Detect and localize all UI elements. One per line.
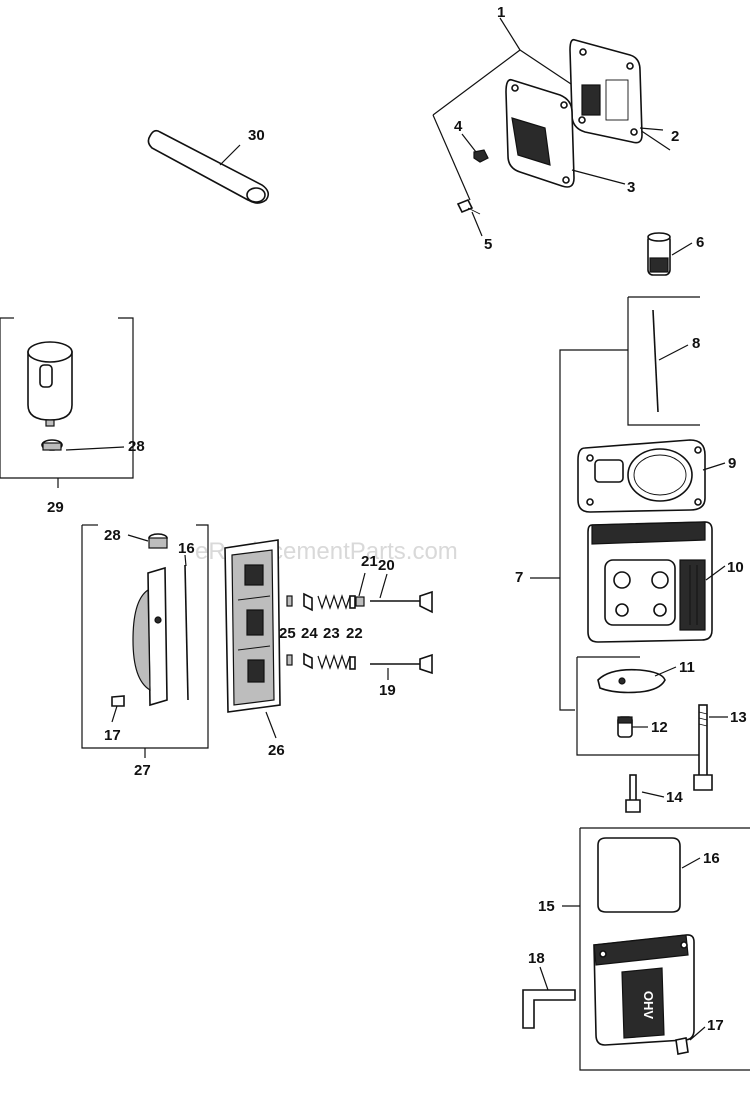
callout-11[interactable]: 11 xyxy=(679,659,695,676)
callout-1[interactable]: 1 xyxy=(497,4,505,21)
intake-valve-part xyxy=(370,653,433,675)
callout-30[interactable]: 30 xyxy=(248,127,265,144)
part-11 xyxy=(597,668,666,694)
breather-reed xyxy=(511,117,551,166)
callout-20[interactable]: 20 xyxy=(378,557,395,574)
part-6 xyxy=(647,232,671,276)
callout-17-right[interactable]: 17 xyxy=(707,1017,724,1034)
callout-23[interactable]: 23 xyxy=(323,625,340,642)
valve-cover-part: OHV xyxy=(593,934,695,1046)
callout-26[interactable]: 26 xyxy=(268,742,285,759)
callout-6[interactable]: 6 xyxy=(696,234,704,251)
breather-assembly xyxy=(432,17,671,215)
valve-cover-logo: OHV xyxy=(641,991,656,1020)
callout-17-left[interactable]: 17 xyxy=(104,727,121,744)
callout-2[interactable]: 2 xyxy=(671,128,679,145)
callout-19[interactable]: 19 xyxy=(379,682,396,699)
breather-filter-part xyxy=(27,341,73,427)
valve-keepers-part xyxy=(286,595,293,666)
callout-4[interactable]: 4 xyxy=(454,118,463,135)
callout-8[interactable]: 8 xyxy=(692,335,700,352)
spring-retainers-part xyxy=(303,592,313,670)
screw-part xyxy=(456,198,474,214)
grommet-part-28a xyxy=(41,439,63,451)
callout-21[interactable]: 21 xyxy=(361,553,378,570)
block-section-part xyxy=(224,539,281,713)
callout-15[interactable]: 15 xyxy=(538,898,555,915)
callout-5[interactable]: 5 xyxy=(484,236,492,253)
gasket-part-16 xyxy=(184,564,189,701)
callout-16-left[interactable]: 16 xyxy=(178,540,195,557)
valve-springs-part xyxy=(317,594,351,670)
cap-part-21 xyxy=(355,596,365,607)
valve-seals-part xyxy=(349,595,356,670)
bolt-part-14 xyxy=(625,774,641,813)
part-12 xyxy=(617,716,633,738)
callout-9[interactable]: 9 xyxy=(728,455,736,472)
callout-3[interactable]: 3 xyxy=(627,179,635,196)
callout-27[interactable]: 27 xyxy=(134,762,151,779)
callout-7[interactable]: 7 xyxy=(515,569,523,586)
callout-12[interactable]: 12 xyxy=(651,719,668,736)
nut-part xyxy=(473,149,489,163)
cylinder-head-part xyxy=(587,521,713,643)
callout-28-lower[interactable]: 28 xyxy=(104,527,121,544)
tube-part xyxy=(147,129,270,204)
callout-25[interactable]: 25 xyxy=(279,625,296,642)
callout-10[interactable]: 10 xyxy=(727,559,744,576)
callout-22[interactable]: 22 xyxy=(346,625,363,642)
head-bolt-part xyxy=(693,704,713,791)
grommet-part-28b xyxy=(148,533,168,549)
valve-cover-gasket-part xyxy=(597,837,681,913)
screw-part-17b xyxy=(111,695,125,707)
callout-14[interactable]: 14 xyxy=(666,789,683,806)
bracket-part-18 xyxy=(522,989,576,1029)
exhaust-valve-part xyxy=(370,590,433,614)
head-gasket-part xyxy=(577,439,706,513)
callout-18[interactable]: 18 xyxy=(528,950,545,967)
callout-13[interactable]: 13 xyxy=(730,709,747,726)
callout-29[interactable]: 29 xyxy=(47,499,64,516)
screw-part-17 xyxy=(675,1037,689,1055)
side-cover-plate-part xyxy=(132,566,168,707)
push-rod-part xyxy=(652,309,659,413)
callout-28-upper[interactable]: 28 xyxy=(128,438,145,455)
callout-16-right[interactable]: 16 xyxy=(703,850,720,867)
breather-cover-window xyxy=(581,84,601,116)
callout-24[interactable]: 24 xyxy=(301,625,318,642)
